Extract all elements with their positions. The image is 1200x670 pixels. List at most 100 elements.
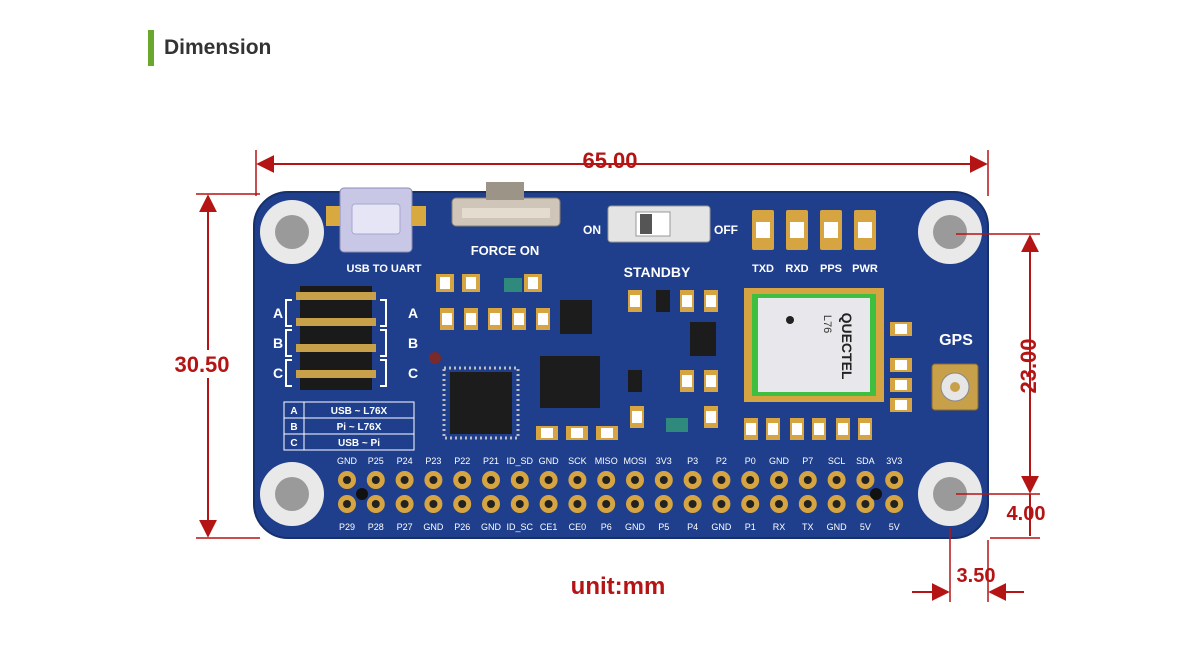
- pin-label-bottom: GND: [423, 522, 444, 532]
- pin-label-bottom: P28: [368, 522, 384, 532]
- gpio-pin-hole: [400, 500, 409, 508]
- pin-label-top: P24: [397, 456, 413, 466]
- pin-label-bottom: P1: [745, 522, 756, 532]
- gpio-pin-hole: [573, 500, 582, 508]
- gpio-pin-hole: [775, 476, 783, 484]
- gps-module: [744, 288, 884, 402]
- usb-connector: [326, 187, 426, 253]
- pin-label-bottom: P26: [454, 522, 470, 532]
- pin-label-bottom: GND: [625, 522, 646, 532]
- standby-label: STANDBY: [624, 264, 691, 280]
- gpio-pin-hole: [832, 500, 841, 508]
- gpio-pin-hole: [371, 500, 380, 508]
- gpio-pin-hole: [487, 500, 495, 508]
- standby-switch: [607, 205, 711, 243]
- gpio-pin-hole: [602, 476, 611, 484]
- gpio-pin-hole: [832, 476, 841, 484]
- unit-label: unit:mm: [571, 573, 666, 600]
- gpio-pin-hole: [515, 500, 524, 508]
- gpio-pin-hole: [544, 500, 553, 508]
- pin-label-bottom: P27: [397, 522, 413, 532]
- pin-label-top: 3V3: [656, 456, 672, 466]
- pin-label-top: 3V3: [886, 456, 902, 466]
- gpio-pin-hole: [631, 500, 639, 508]
- pin-label-bottom: CE1: [540, 522, 558, 532]
- status-leds: [752, 210, 876, 250]
- hole-span-dimension-label: 23.00: [1016, 338, 1041, 393]
- gps-module-model: L76: [821, 315, 833, 333]
- jumper-row-c-right: C: [408, 365, 418, 381]
- hole-offset-x-dimension-label: 3.50: [957, 565, 996, 587]
- pin-label-bottom: GND: [481, 522, 502, 532]
- switch-off-label: OFF: [714, 223, 738, 237]
- heading-title: Dimension: [164, 36, 272, 59]
- force-on-label: FORCE ON: [471, 243, 540, 258]
- components: [429, 274, 912, 440]
- jumper-row-c-left: C: [273, 365, 283, 381]
- section-heading: Dimension: [148, 30, 271, 66]
- jumper-row-a-left: A: [273, 305, 283, 321]
- gpio-pin-hole: [890, 500, 899, 508]
- pin-label-top: MISO: [595, 456, 618, 466]
- pin-label-top: P21: [483, 456, 499, 466]
- mode-key-a: A: [290, 406, 297, 417]
- jumper-header: [285, 286, 387, 390]
- gpio-pin-hole: [631, 476, 639, 484]
- gpio-pin-hole: [429, 476, 438, 484]
- gpio-pin-hole: [602, 500, 611, 508]
- jumper-row-b-left: B: [273, 335, 283, 351]
- gpio-pin-hole: [688, 500, 697, 508]
- jumper-row-b-right: B: [408, 335, 418, 351]
- gpio-pin-hole: [861, 476, 870, 484]
- pin-label-top: P2: [716, 456, 727, 466]
- gpio-header: [338, 471, 904, 513]
- pin-label-top: P7: [802, 456, 813, 466]
- gpio-pin-hole: [861, 500, 870, 508]
- width-dimension-label: 65.00: [582, 148, 637, 173]
- gpio-pin-hole: [458, 476, 467, 484]
- gpio-pin-hole: [746, 500, 755, 508]
- pin-label-bottom: TX: [802, 522, 814, 532]
- gps-label: GPS: [939, 332, 973, 349]
- pin-label-top: SCL: [828, 456, 846, 466]
- force-on-button: [451, 182, 561, 227]
- pin-label-top: SDA: [856, 456, 875, 466]
- gpio-pin-hole: [659, 476, 668, 484]
- jumper-row-a-right: A: [408, 305, 418, 321]
- fiducial-dot: [356, 488, 368, 500]
- pin-label-top: GND: [769, 456, 790, 466]
- pin-label-bottom: CE0: [569, 522, 587, 532]
- gpio-pin-hole: [717, 476, 726, 484]
- mode-value-b: Pi ~ L76X: [337, 422, 382, 433]
- mode-value-a: USB ~ L76X: [331, 406, 388, 417]
- gpio-pin-hole: [487, 476, 495, 484]
- pin-label-bottom: P29: [339, 522, 355, 532]
- fiducial-dot: [870, 488, 882, 500]
- gpio-pin-hole: [659, 500, 668, 508]
- gpio-pin-hole: [371, 476, 380, 484]
- pin-label-top: GND: [539, 456, 560, 466]
- pin-label-top: SCK: [568, 456, 587, 466]
- pin-label-bottom: ID_SC: [507, 522, 534, 532]
- gpio-pin-hole: [573, 476, 582, 484]
- pin-label-top: P25: [368, 456, 384, 466]
- pin-label-top: P3: [687, 456, 698, 466]
- gpio-pin-hole: [400, 476, 409, 484]
- gpio-pin-hole: [746, 476, 755, 484]
- gpio-pin-hole: [803, 476, 812, 484]
- mode-key-c: C: [290, 438, 297, 449]
- mode-table: [283, 401, 415, 451]
- gpio-pin-hole: [890, 476, 899, 484]
- switch-on-label: ON: [583, 223, 601, 237]
- gpio-pin-hole: [458, 500, 467, 508]
- antenna-connector: [931, 363, 979, 411]
- led-label-rxd: RXD: [785, 263, 808, 275]
- pin-label-bottom: 5V: [860, 522, 871, 532]
- gpio-pin-hole: [515, 476, 524, 484]
- pin-label-top: P0: [745, 456, 756, 466]
- led-label-pps: PPS: [820, 263, 842, 275]
- pin-label-bottom: GND: [711, 522, 732, 532]
